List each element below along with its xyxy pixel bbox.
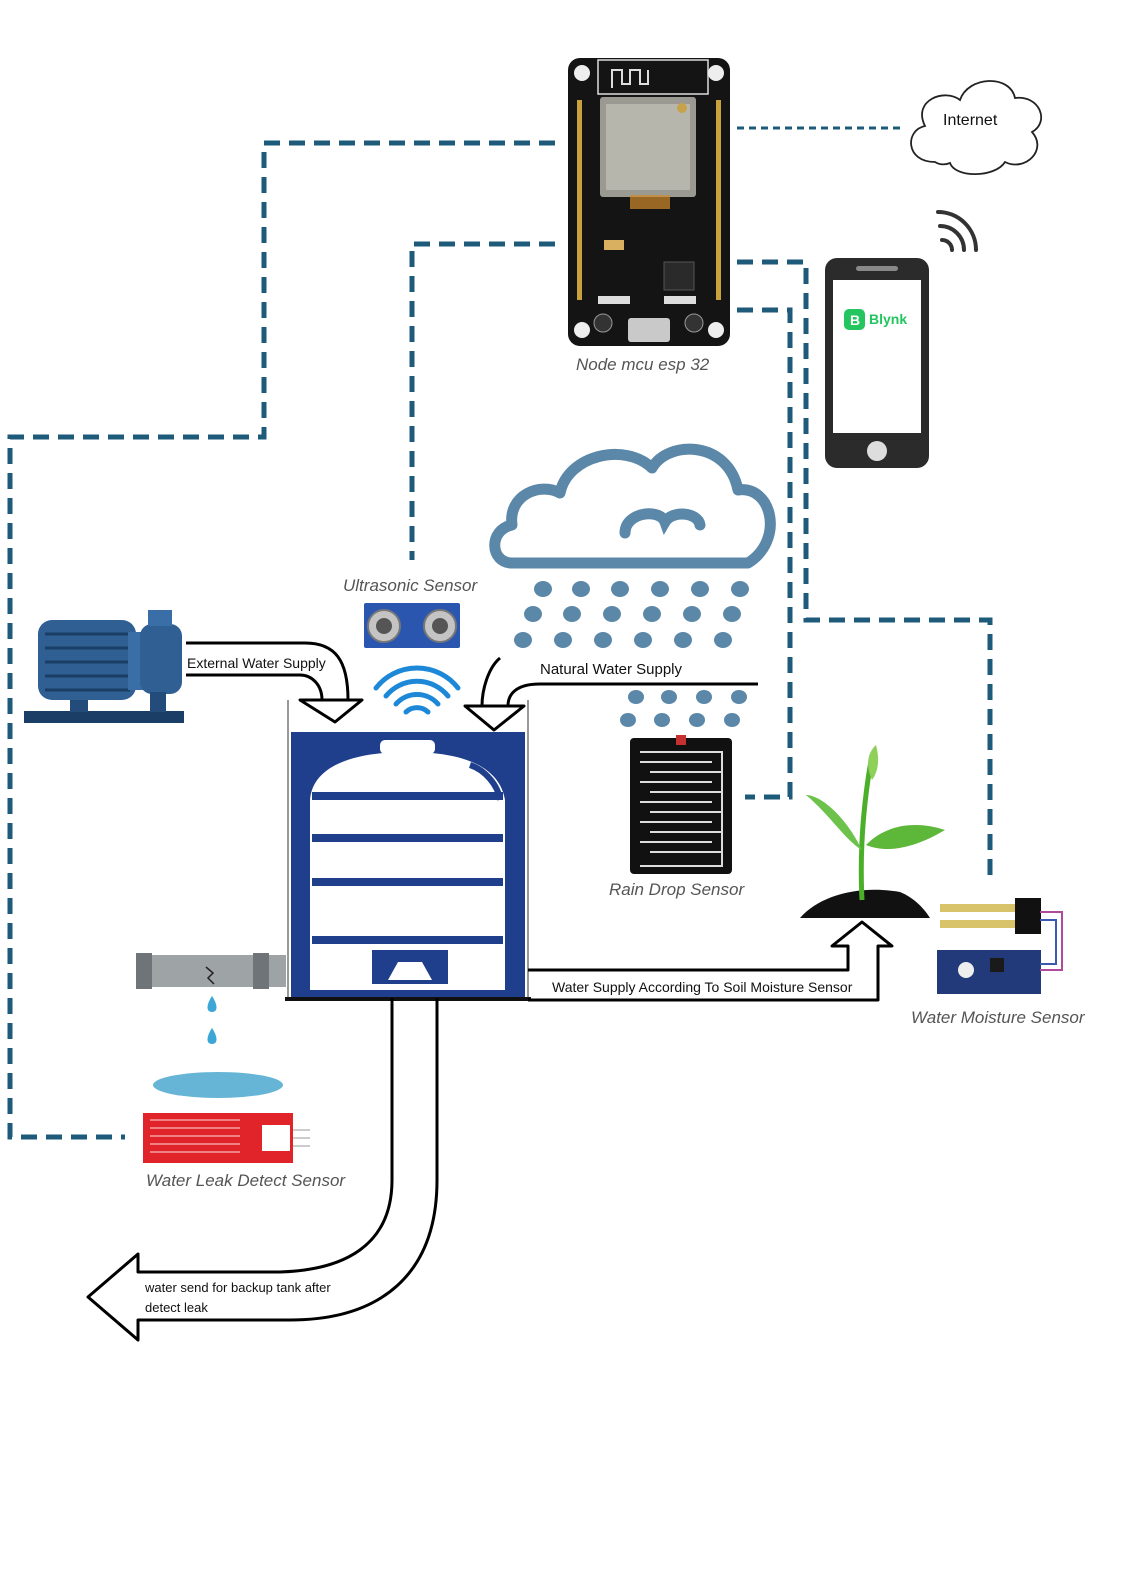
ultrasonic-label: Ultrasonic Sensor — [343, 576, 479, 595]
wiring-lines — [7, 126, 993, 1140]
rain-drop-sensor-icon — [630, 735, 732, 874]
smartphone-icon — [825, 258, 929, 468]
leak-sensor-icon — [143, 1113, 310, 1163]
soil-supply-arrow — [528, 920, 894, 1002]
wire-esp-to-ultrasonic — [409, 241, 555, 560]
water-pump-icon — [24, 610, 184, 723]
wire-esp-to-moisture-sensor — [737, 259, 993, 878]
inflow-arrow-external — [186, 641, 364, 724]
water-puddle-icon — [153, 1072, 283, 1098]
backup-label-line2: detect leak — [145, 1300, 208, 1315]
ultrasonic-sensor-icon — [364, 603, 460, 648]
blynk-logo: B Blynk — [844, 309, 907, 330]
water-moisture-label: Water Moisture Sensor — [911, 1008, 1086, 1027]
leak-sensor-label: Water Leak Detect Sensor — [146, 1171, 346, 1190]
node-mcu-label: Node mcu esp 32 — [576, 355, 710, 374]
soil-supply-label: Water Supply According To Soil Moisture … — [552, 979, 853, 995]
water-tank-icon — [285, 700, 531, 1001]
sound-wave-icon — [373, 665, 461, 715]
plant-icon — [800, 745, 945, 918]
inflow-arrow-natural — [463, 656, 758, 732]
rain-cloud-icon — [489, 443, 776, 569]
cloud-internet-icon — [910, 80, 1043, 175]
natural-supply-label: Natural Water Supply — [540, 661, 683, 678]
blynk-badge: B — [850, 312, 860, 328]
backup-label-line1: water send for backup tank after — [144, 1280, 331, 1295]
soil-moisture-sensor-icon — [937, 898, 1063, 994]
internet-label: Internet — [943, 112, 998, 129]
leaking-pipe-icon — [136, 953, 286, 1044]
wire-esp-to-leak-sensor — [7, 140, 555, 1140]
rain-drop-label: Rain Drop Sensor — [609, 880, 745, 899]
rain-drops — [514, 581, 749, 727]
wifi-signal-icon — [936, 210, 978, 252]
blynk-label: Blynk — [869, 311, 907, 327]
external-supply-label: External Water Supply — [187, 655, 326, 671]
esp32-board-icon — [568, 58, 730, 346]
outflow-arrow-backup — [86, 998, 439, 1342]
wire-esp-to-rain-sensor — [737, 307, 793, 800]
